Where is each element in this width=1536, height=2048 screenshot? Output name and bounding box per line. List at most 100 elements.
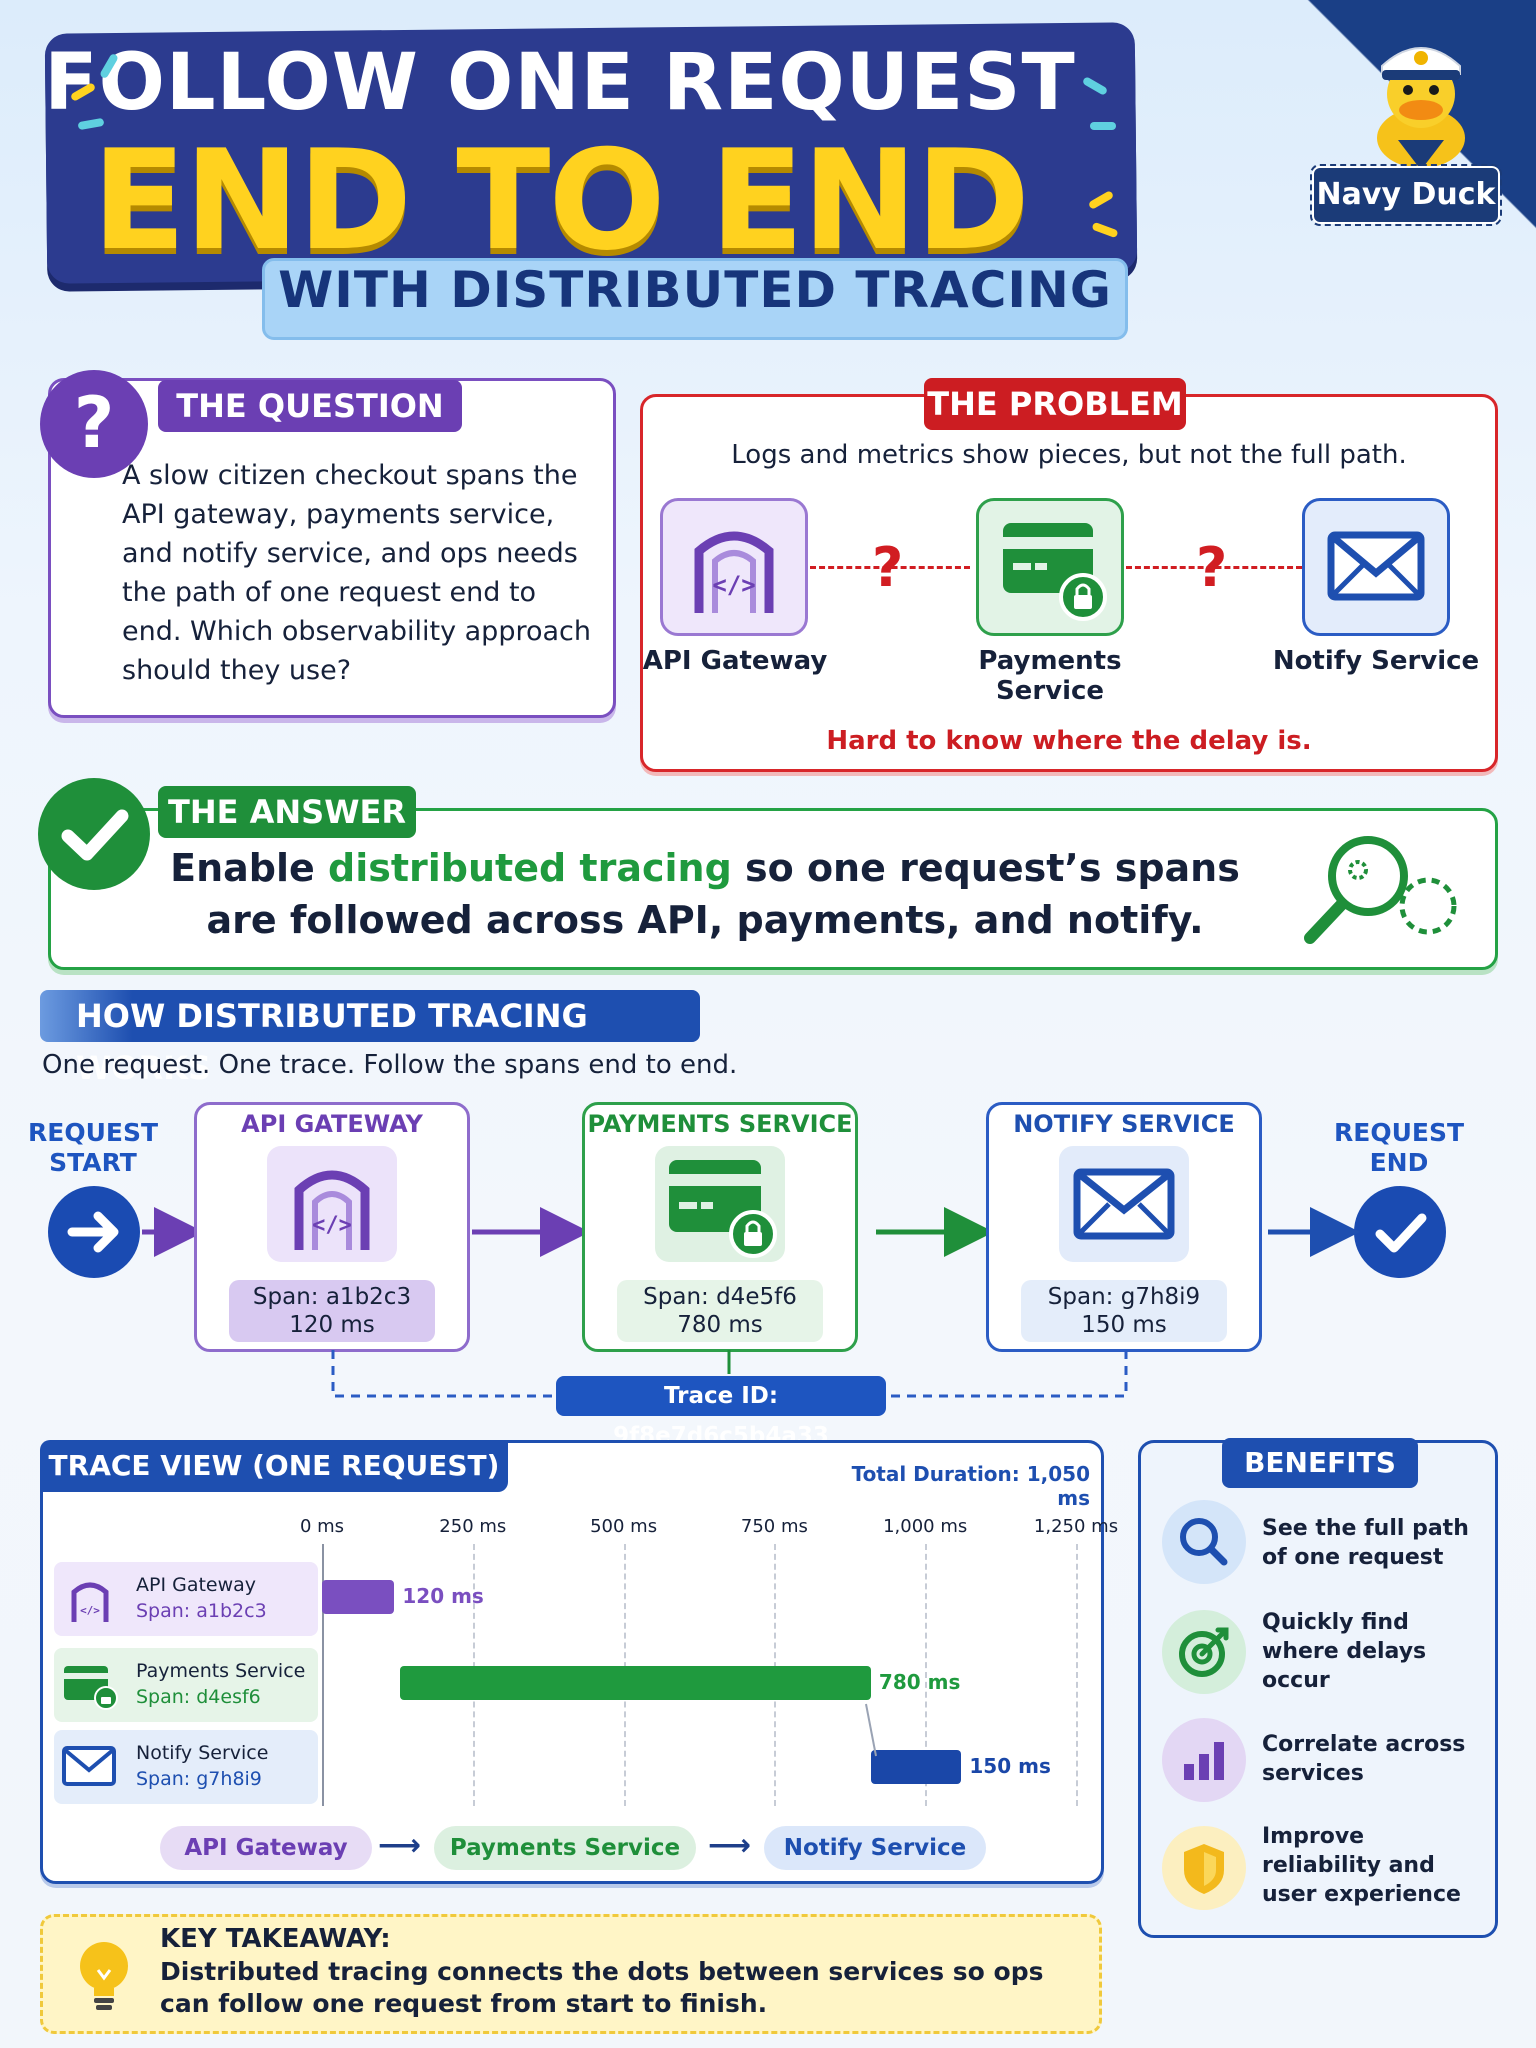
- arrow-right-icon: ⟶: [708, 1828, 752, 1863]
- flow-notify-icon-box: [1059, 1146, 1189, 1262]
- timeline-tick-label: 750 ms: [740, 1516, 808, 1537]
- unknown-link: [810, 566, 970, 569]
- trace-connectors: [331, 1350, 1128, 1398]
- svg-text:</>: </>: [712, 571, 755, 599]
- subtitle-text: WITH DISTRIBUTED TRACING: [278, 261, 1112, 319]
- flow-notify-service-title: NOTIFY SERVICE: [1013, 1110, 1235, 1138]
- how-it-works-tag: HOW DISTRIBUTED TRACING WORKS: [40, 990, 700, 1087]
- how-it-works-subtitle: One request. One trace. Follow the spans…: [42, 1050, 738, 1080]
- problem-tag: THE PROBLEM: [924, 378, 1186, 430]
- shield-icon: [1162, 1826, 1246, 1910]
- svg-text:</>: </>: [312, 1213, 352, 1238]
- request-start-label: REQUEST START: [27, 1118, 159, 1177]
- timeline-bar-label: 780 ms: [878, 1670, 961, 1694]
- hero-title-line2: END TO END: [91, 120, 1030, 281]
- gateway-arch-icon: </>: [294, 1170, 370, 1250]
- problem-notify-label: Notify Service: [1272, 646, 1480, 676]
- arrow-right-icon: ⟶: [378, 1828, 422, 1863]
- timeline-bar: [870, 1750, 962, 1784]
- request-end-label: REQUEST END: [1333, 1118, 1465, 1177]
- bar-chart-icon: [1162, 1718, 1246, 1802]
- sparkle-icon: [1090, 122, 1116, 130]
- gateway-arch-icon: </>: [694, 531, 774, 613]
- chip-notify-service: Notify Service: [764, 1826, 986, 1870]
- svg-text:</>: </>: [80, 1604, 100, 1617]
- row-service-name: Notify Service: [136, 1742, 269, 1764]
- problem-footer: Hard to know where the delay is.: [826, 726, 1312, 756]
- magnifier-icon: [1162, 1500, 1246, 1584]
- benefit-text: Improve reliability and user experience: [1262, 1824, 1461, 1907]
- flow-notify-span: Span: g7h8i9 150 ms: [1021, 1280, 1227, 1342]
- timeline-gridline: [322, 1544, 324, 1806]
- flow-api-gateway-icon-box: </>: [267, 1146, 397, 1262]
- chip-payments-service: Payments Service: [434, 1826, 696, 1870]
- trace-row-payments: Payments Service Span: d4esf6: [54, 1648, 318, 1722]
- answer-tag: THE ANSWER: [158, 786, 416, 838]
- span-duration: 780 ms: [677, 1312, 763, 1338]
- flow-payments-service-title: PAYMENTS SERVICE: [587, 1110, 853, 1138]
- arrow-right-icon: [48, 1186, 140, 1278]
- row-span-id: Span: a1b2c3: [136, 1600, 267, 1622]
- benefit-text: See the full path of one request: [1262, 1516, 1469, 1570]
- span-id: Span: d4e5f6: [643, 1284, 797, 1310]
- question-mark-icon: ?: [40, 370, 148, 478]
- timeline-tick-label: 1,250 ms: [1033, 1516, 1119, 1537]
- takeaway-card: [40, 1914, 1102, 2034]
- answer-text-after: so one request’s spans are followed acro…: [206, 846, 1240, 942]
- credit-card-lock-icon: [64, 1666, 118, 1710]
- problem-gateway-box: </>: [660, 498, 808, 636]
- benefit-text: Correlate across services: [1262, 1732, 1466, 1786]
- span-duration: 150 ms: [1081, 1312, 1167, 1338]
- trace-id-badge: Trace ID: 9f8e7d6c5b4a33: [556, 1376, 886, 1449]
- chip-api-gateway: API Gateway: [160, 1826, 372, 1870]
- problem-subtitle: Logs and metrics show pieces, but not th…: [731, 440, 1407, 470]
- answer-text-before: Enable: [170, 846, 329, 890]
- total-duration: Total Duration: 1,050 ms: [851, 1462, 1090, 1510]
- magnifier-trace-icon: [1304, 836, 1457, 944]
- benefits-tag: BENEFITS: [1222, 1438, 1418, 1488]
- timeline-bar: [400, 1666, 871, 1700]
- timeline-bar-label: 150 ms: [969, 1754, 1051, 1778]
- timeline-bar: [322, 1580, 395, 1614]
- subtitle-banner: WITH DISTRIBUTED TRACING: [262, 258, 1128, 340]
- unknown-mark: ?: [872, 536, 904, 599]
- span-id: Span: a1b2c3: [252, 1284, 412, 1310]
- lightbulb-icon: [80, 1942, 128, 2010]
- trace-row-api-gateway: </> API Gateway Span: a1b2c3: [54, 1562, 318, 1636]
- check-circle-icon: [1354, 1186, 1446, 1278]
- envelope-icon: [1073, 1168, 1175, 1240]
- target-icon: [1162, 1610, 1246, 1694]
- timeline-tick-label: 1,000 ms: [883, 1516, 968, 1537]
- credit-card-lock-icon: [669, 1160, 777, 1258]
- timeline-gridline: [925, 1544, 928, 1806]
- benefit-text: Quickly find where delays occur: [1262, 1610, 1427, 1693]
- timeline-gridline: [1076, 1544, 1078, 1806]
- answer-highlight: distributed tracing: [328, 846, 732, 890]
- gateway-arch-icon: </>: [71, 1582, 109, 1622]
- flow-arrows: [142, 1207, 1360, 1257]
- problem-notify-box: [1302, 498, 1450, 636]
- credit-card-lock-icon: [1003, 523, 1107, 621]
- timeline-tick-label: 500 ms: [590, 1516, 658, 1537]
- problem-gateway-label: API Gateway: [642, 646, 828, 676]
- hero-title-line1: FOLLOW ONE REQUEST: [44, 38, 1076, 128]
- timeline-tick-label: 250 ms: [439, 1516, 507, 1537]
- flow-api-gateway-title: API GATEWAY: [241, 1110, 423, 1138]
- duck-mascot-icon: [1377, 47, 1465, 170]
- brand-badge: Navy Duck: [1310, 164, 1502, 226]
- flow-payments-icon-box: [655, 1146, 785, 1262]
- row-service-name: API Gateway: [136, 1574, 257, 1596]
- answer-text: Enable distributed tracing so one reques…: [150, 842, 1260, 946]
- row-service-name: Payments Service: [136, 1660, 306, 1682]
- question-tag: THE QUESTION: [158, 380, 462, 432]
- timeline-bar-label: 120 ms: [402, 1584, 484, 1608]
- span-id: Span: g7h8i9: [1047, 1284, 1201, 1310]
- span-duration: 120 ms: [289, 1312, 375, 1338]
- takeaway-body: Distributed tracing connects the dots be…: [160, 1957, 1044, 2018]
- trace-row-notify: Notify Service Span: g7h8i9: [54, 1730, 318, 1804]
- question-text: A slow citizen checkout spans the API ga…: [122, 460, 591, 686]
- unknown-mark: ?: [1196, 536, 1228, 599]
- flow-payments-span: Span: d4e5f6 780 ms: [617, 1280, 823, 1342]
- problem-payments-box: [976, 498, 1124, 636]
- flow-api-gateway-span: Span: a1b2c3 120 ms: [229, 1280, 435, 1342]
